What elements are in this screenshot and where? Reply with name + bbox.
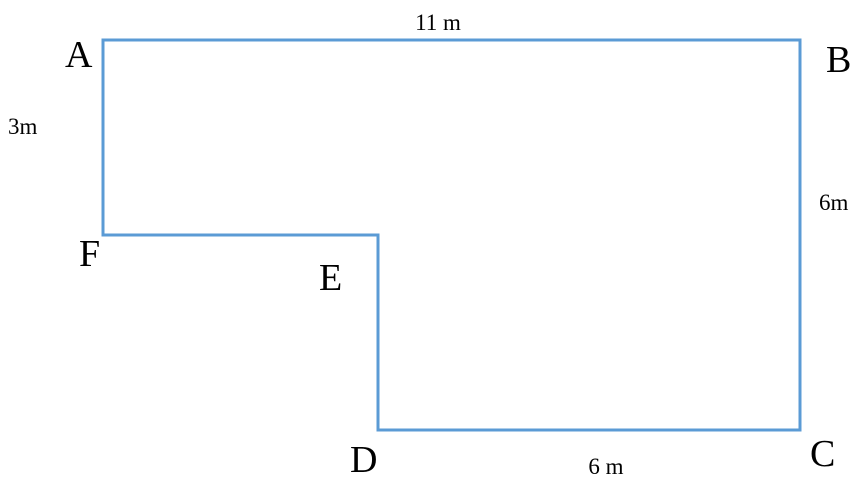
dimension-label-left: 3m: [8, 114, 38, 139]
dimension-label-bottom: 6 m: [588, 454, 623, 478]
l-shape-outline: [101, 38, 802, 432]
vertex-label-f: F: [79, 233, 100, 275]
vertex-label-b: B: [826, 39, 851, 81]
dimension-label-right: 6m: [819, 190, 849, 215]
dimension-label-top: 11 m: [415, 10, 461, 35]
vertex-label-c: C: [810, 433, 835, 475]
vertex-label-a: A: [65, 34, 93, 76]
vertex-label-d: D: [350, 439, 377, 478]
vertex-label-e: E: [319, 257, 342, 299]
